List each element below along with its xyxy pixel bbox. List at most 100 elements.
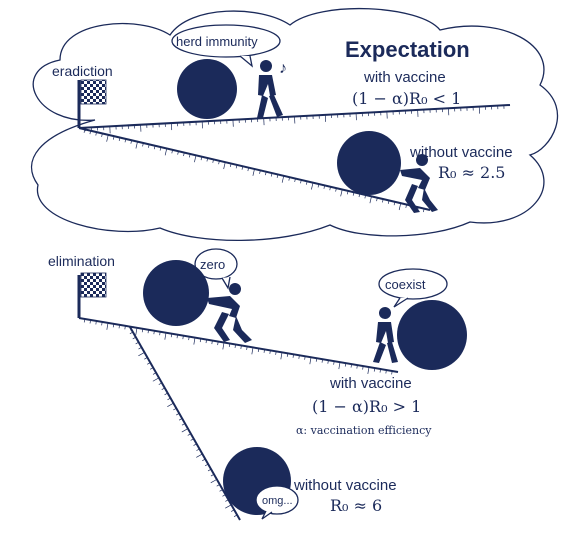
with-vaccine-condition: (1 − α)R₀ > 1 (312, 397, 421, 416)
ruler-tick (171, 149, 173, 154)
ruler-tick (210, 479, 218, 484)
walking-person-icon (373, 307, 398, 363)
ruler-tick (323, 185, 326, 189)
ruler-tick (141, 328, 144, 333)
ruler-tick (340, 189, 343, 197)
ruler-tick (338, 362, 341, 370)
ruler-tick (333, 361, 335, 365)
ruler-tick (223, 162, 226, 170)
ruler-tick (298, 355, 300, 359)
ruler-tick (335, 188, 337, 192)
ruler-tick (89, 319, 91, 324)
ruler-tick (193, 337, 196, 345)
ruler-tick (202, 458, 206, 462)
ruler-tick (153, 330, 155, 335)
ruler-tick (170, 333, 173, 338)
ruler-tick (309, 357, 312, 365)
ruler-tick (247, 167, 249, 172)
ruler-tick (112, 136, 115, 140)
speech-bubble-icon (171, 24, 281, 68)
boulder-icon (143, 260, 209, 326)
ruler-tick (200, 156, 203, 161)
ruler-tick (311, 182, 314, 190)
ruler-tick (130, 140, 132, 144)
ruler-tick (246, 346, 248, 350)
ruler-tick (101, 321, 103, 326)
ruler-tick (138, 347, 142, 350)
thought-cloud (31, 7, 559, 242)
ruler-tick (306, 181, 308, 185)
ruler-tick (189, 153, 191, 158)
music-note-icon: ♪ (279, 60, 287, 77)
ruler-tick (106, 322, 109, 330)
ruler-tick (369, 196, 372, 204)
ruler-tick (83, 318, 86, 323)
ruler-tick (118, 324, 120, 329)
walking-person-icon (257, 60, 283, 118)
ruler-tick (300, 179, 302, 184)
ruler-tick (206, 157, 209, 162)
ruler-tick (135, 341, 139, 345)
ruler-tick (376, 197, 378, 202)
ruler-tick (329, 186, 331, 191)
ruler-tick (216, 484, 220, 487)
ruler-tick (161, 387, 165, 390)
ruler-tick (346, 190, 349, 195)
ruler-tick (362, 366, 364, 370)
ruler-tick (222, 342, 225, 350)
ruler-tick (164, 332, 167, 340)
ruler-tick (164, 392, 168, 396)
ruler-tick (222, 494, 226, 497)
ruler-tick (95, 132, 97, 136)
without-vaccine-label: without vaccine (409, 144, 513, 161)
ruler-tick (124, 325, 126, 330)
ruler-tick (233, 514, 238, 517)
ruler-tick (230, 509, 235, 512)
ruler-tick (167, 397, 171, 401)
ruler-tick (327, 360, 329, 364)
expectation-panel: Expectation eradiction herd immunity ♪ w… (31, 7, 559, 242)
ruler-tick (182, 335, 184, 340)
ruler-tick (83, 129, 86, 133)
ruler-tick (89, 130, 92, 135)
ruler-tick (159, 147, 162, 151)
ruler-tick (188, 336, 190, 341)
ruler-tick (199, 338, 202, 343)
ruler-tick (398, 203, 402, 211)
ruler-tick (130, 326, 132, 331)
ruler-tick (405, 204, 407, 209)
ruler-tick (387, 200, 390, 204)
without-vaccine-label: without vaccine (293, 477, 397, 494)
bubble-herd-immunity: herd immunity (176, 34, 258, 49)
checkered-flag-icon (77, 272, 107, 318)
ruler-tick (317, 183, 320, 188)
ruler-tick (257, 348, 260, 352)
ruler-tick (135, 141, 138, 149)
ruler-tick (218, 160, 220, 165)
with-vaccine-slope (78, 317, 399, 373)
ruler-tick (379, 368, 381, 373)
ruler-tick (219, 489, 223, 492)
ruler-tick (164, 148, 168, 156)
bubble-coexist: coexist (385, 277, 426, 292)
ruler-tick (275, 351, 277, 355)
ruler-tick (167, 402, 174, 407)
boulder-icon (337, 131, 401, 195)
ruler-tick (159, 331, 161, 336)
ruler-tick (344, 363, 347, 367)
ruler-tick (190, 438, 194, 441)
ruler-tick (211, 340, 213, 345)
ruler-tick (112, 323, 115, 328)
with-vaccine-condition: (1 − α)R₀ < 1 (352, 89, 461, 108)
ruler-tick (194, 155, 197, 163)
ruler-tick (196, 448, 200, 451)
ruler-tick (241, 166, 244, 170)
ruler-tick (129, 331, 134, 335)
ruler-tick (147, 362, 151, 365)
speech-bubble-icon (378, 268, 448, 308)
ruler-tick (149, 367, 154, 370)
ruler-tick (193, 443, 197, 446)
ruler-tick (124, 138, 127, 143)
ruler-tick (281, 175, 285, 183)
ruler-tick (288, 177, 290, 181)
